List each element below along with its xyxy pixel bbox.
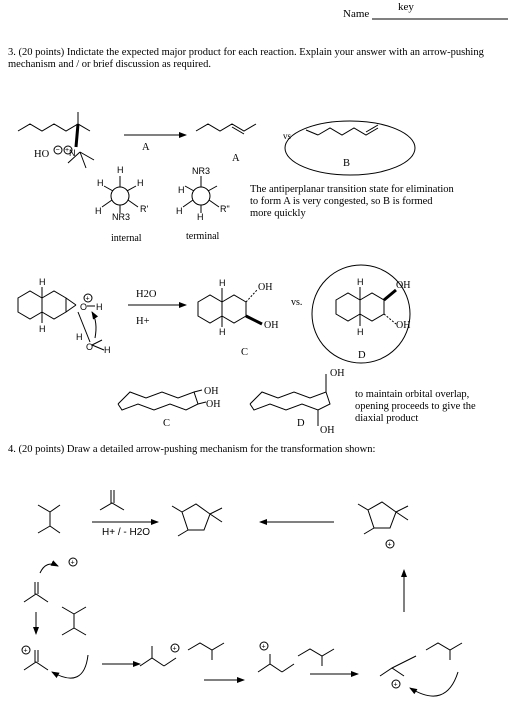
svg-text:H: H: [95, 206, 102, 216]
svg-text:H: H: [76, 332, 83, 342]
product-d-circle: [311, 264, 411, 364]
acetonide-product: [171, 503, 223, 537]
q4-prompt: 4. (20 points) Draw a detailed arrow-pus…: [8, 444, 376, 455]
rxn1-explanation-1: The antiperplanar transition state for e…: [250, 184, 454, 195]
rxn2-reagent-bottom: H+: [136, 316, 150, 327]
name-label: Name: [343, 8, 370, 20]
svg-text:+: +: [388, 542, 392, 549]
product-c-structure: [197, 288, 263, 327]
r-dprime-label: R": [220, 204, 230, 214]
q3-prompt: 3. (20 points) Indictate the expected ma…: [8, 47, 484, 70]
chair-c: [117, 389, 207, 411]
svg-text:H: H: [219, 327, 226, 337]
svg-text:+: +: [71, 560, 75, 567]
rxn1-explanation-2: to form A is very congested, so B is for…: [250, 196, 433, 207]
newman-internal-label: internal: [111, 233, 142, 244]
nr3-internal: NR3: [112, 212, 131, 222]
svg-text:H: H: [357, 277, 364, 287]
svg-text:+: +: [173, 646, 177, 653]
product-a-structure: [195, 123, 257, 135]
rxn1-vs: vs: [283, 131, 292, 141]
product-c-oh-2: OH: [264, 320, 279, 331]
product-d-oh-2: OH: [396, 320, 411, 331]
newman-terminal-label: terminal: [186, 231, 220, 242]
protonated-hemiketal: [257, 648, 335, 673]
acetone-protonation: [23, 582, 49, 603]
rxn1-reagent: A: [142, 142, 150, 153]
chair-c-oh-2: OH: [206, 399, 221, 410]
nr3-terminal: NR3: [192, 166, 211, 176]
svg-text:+: +: [65, 147, 69, 154]
rxn2-explanation-2: opening proceeds to give the: [355, 401, 476, 412]
newman-terminal: [182, 176, 220, 213]
svg-text:H: H: [357, 327, 364, 337]
diol-start: [37, 504, 61, 534]
svg-text:H: H: [39, 277, 46, 287]
key-label: key: [398, 1, 414, 13]
svg-text:O: O: [80, 302, 87, 312]
svg-text:O: O: [86, 342, 93, 352]
svg-text:H: H: [104, 345, 111, 355]
product-b-label: B: [343, 158, 351, 169]
n-label: N: [69, 148, 76, 158]
oxocarbenium: [379, 642, 463, 677]
rxn1-explanation-3: more quickly: [250, 208, 306, 219]
q4-reagent: H+ / - H2O: [102, 527, 151, 538]
product-d-structure: [335, 287, 397, 326]
hydroxide-label: HO: [34, 149, 50, 160]
starting-ammonium: [17, 112, 95, 169]
svg-text:H: H: [178, 185, 185, 195]
newman-internal: [101, 176, 139, 213]
svg-text:H: H: [39, 324, 46, 334]
svg-text:H: H: [96, 302, 103, 312]
rxn2-explanation-3: diaxial product: [355, 413, 419, 424]
svg-text:H: H: [97, 178, 104, 188]
svg-text:+: +: [86, 296, 90, 303]
rxn2-reagent-top: H2O: [136, 289, 157, 300]
protonated-acetonide: [357, 501, 409, 535]
acetone-reagent: [99, 490, 125, 511]
chair-d-oh-2: OH: [320, 425, 335, 436]
svg-text:H: H: [176, 206, 183, 216]
svg-text:H: H: [137, 178, 144, 188]
product-c-label: C: [241, 347, 249, 358]
product-d-oh-1: OH: [396, 280, 411, 291]
diol-2: [61, 606, 87, 636]
chair-c-label: C: [163, 418, 171, 429]
svg-text:−: −: [56, 147, 60, 154]
rxn2-explanation-1: to maintain orbital overlap,: [355, 389, 470, 400]
epoxide-decalin: [17, 287, 105, 351]
chair-d-oh-1: OH: [330, 368, 345, 379]
product-d-label: D: [358, 350, 366, 361]
chair-c-oh-1: OH: [204, 386, 219, 397]
rxn2-vs: vs.: [291, 297, 303, 308]
svg-text:H: H: [197, 212, 204, 222]
svg-text:+: +: [24, 648, 28, 655]
hemiketal-oxonium: [139, 642, 225, 667]
svg-text:+: +: [262, 644, 266, 651]
protonated-acetone: [23, 650, 49, 671]
product-c-oh-1: OH: [258, 282, 273, 293]
chair-d-label: D: [297, 418, 305, 429]
product-a-label: A: [232, 153, 240, 164]
svg-text:H: H: [219, 278, 226, 288]
chair-d: [249, 374, 331, 426]
product-b-structure: [305, 124, 379, 136]
product-b-circle: [284, 120, 416, 176]
svg-text:H: H: [117, 165, 124, 175]
svg-text:+: +: [394, 682, 398, 689]
r-prime-label: R': [140, 204, 149, 214]
